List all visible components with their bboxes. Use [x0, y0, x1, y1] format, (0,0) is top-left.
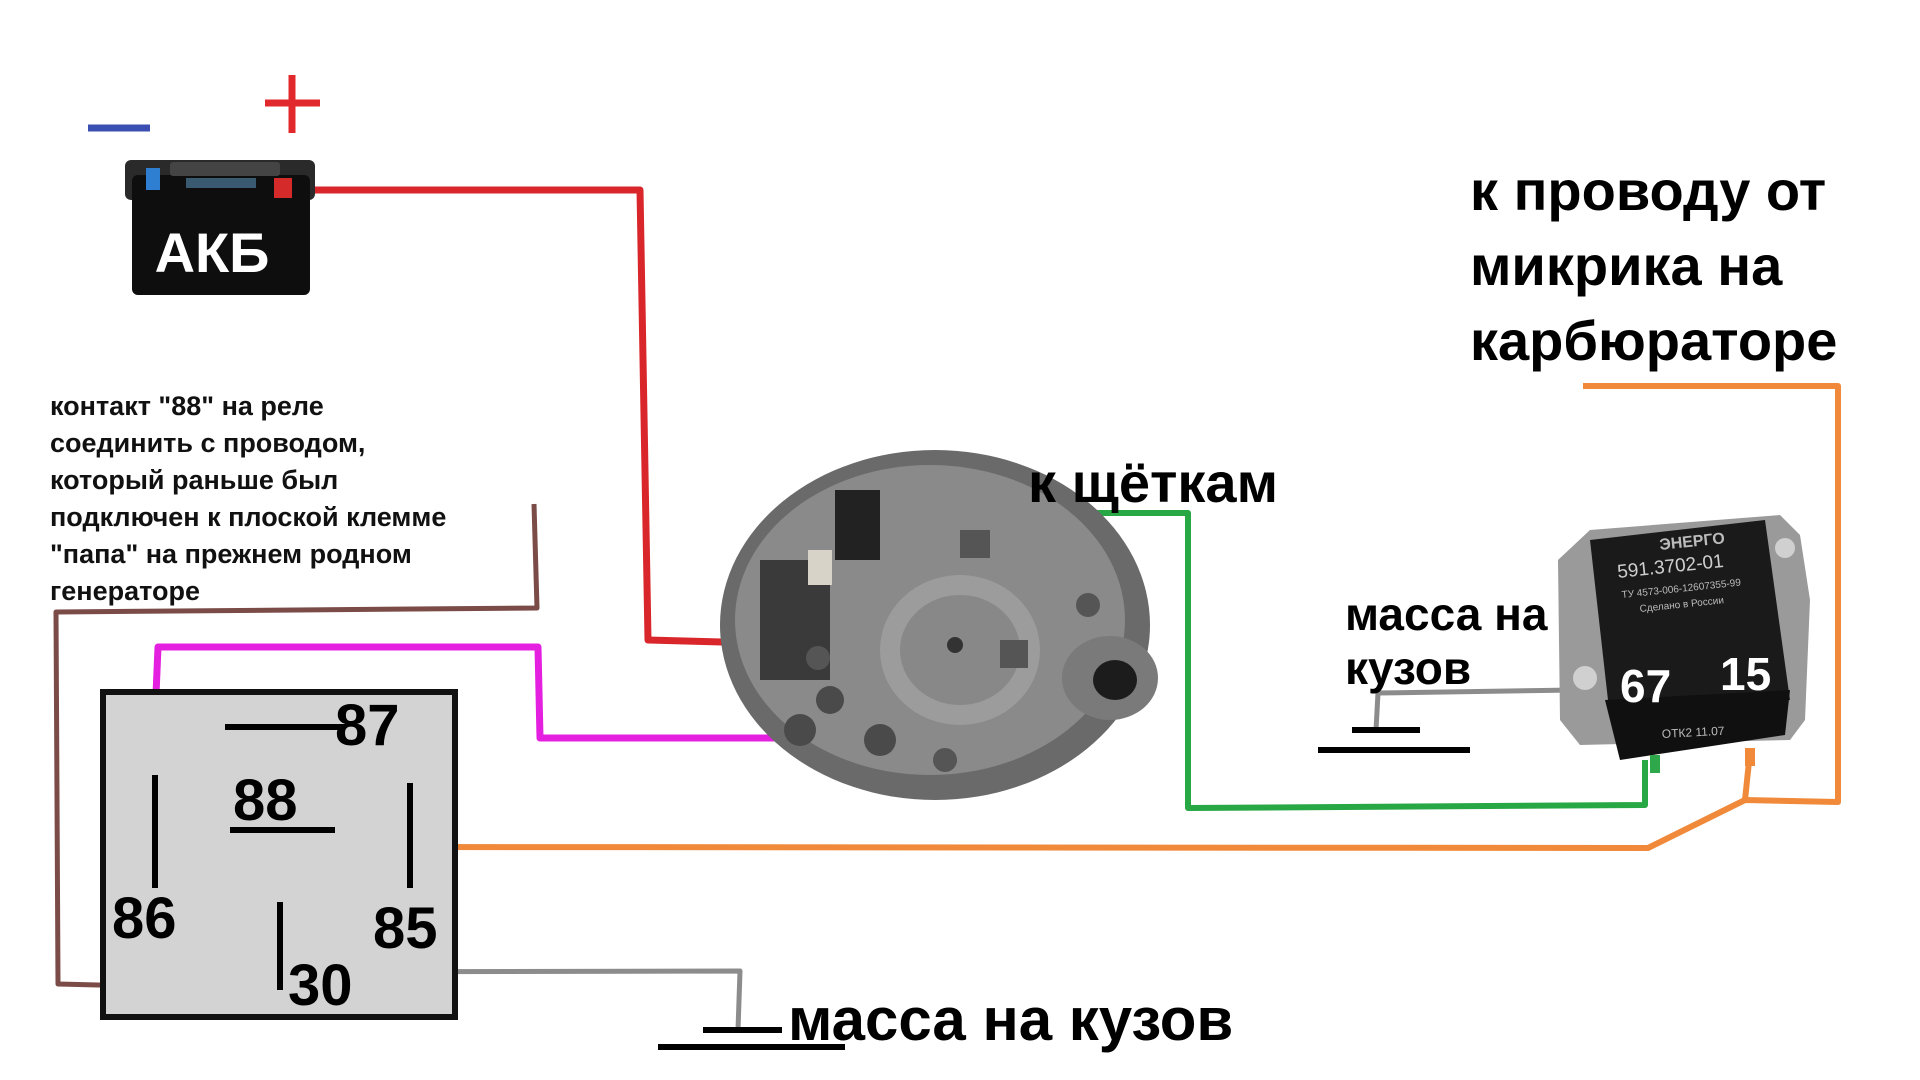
- wire-pin15: [409, 383, 1841, 851]
- wire-ground-regulator: [1373, 687, 1576, 731]
- label-carb-line2: микрика на: [1470, 234, 1783, 297]
- relay: 87 88 86 85 30: [100, 689, 458, 1020]
- regulator-pin-15: 15: [1720, 648, 1771, 700]
- regulator-brand: ЭНЕРГО: [1659, 530, 1726, 554]
- note-line: который раньше был: [50, 465, 339, 495]
- regulator-batch: ОТК2 11.07: [1661, 724, 1725, 741]
- relay-pin-87: 87: [335, 693, 400, 758]
- label-carb-line1: к проводу от: [1470, 159, 1826, 222]
- label-ground-regulator-line2: кузов: [1345, 642, 1471, 694]
- note-line: генераторе: [50, 576, 200, 606]
- relay-pin-86: 86: [112, 886, 177, 951]
- label-ground-relay: масса на кузов: [788, 986, 1233, 1053]
- note-line: "папа" на прежнем родном: [50, 539, 412, 569]
- battery-minus-terminal: [146, 168, 160, 190]
- label-carb-line3: карбюраторе: [1470, 309, 1837, 372]
- battery: АКБ: [125, 160, 315, 295]
- regulator-pin-67: 67: [1620, 660, 1671, 712]
- relay-pin-30: 30: [288, 953, 353, 1018]
- battery-plus-terminal: [274, 178, 292, 198]
- note-line: контакт "88" на реле: [50, 391, 324, 421]
- voltage-regulator: ЭНЕРГО 591.3702-01 ТУ 4573-006-12607355-…: [1558, 515, 1810, 773]
- note-line: подключен к плоской клемме: [50, 502, 447, 532]
- relay-pin-88: 88: [233, 768, 298, 833]
- note-line: соединить с проводом,: [50, 428, 366, 458]
- label-ground-regulator-line1: масса на: [1345, 588, 1548, 640]
- battery-label: АКБ: [155, 221, 270, 284]
- label-to-brushes: к щёткам: [1028, 451, 1278, 514]
- relay-pin-85: 85: [373, 896, 438, 961]
- plus-sign: [265, 75, 320, 133]
- alternator: [720, 450, 1158, 800]
- note-pin88-instructions: контакт "88" на реле соединить с проводо…: [50, 388, 570, 610]
